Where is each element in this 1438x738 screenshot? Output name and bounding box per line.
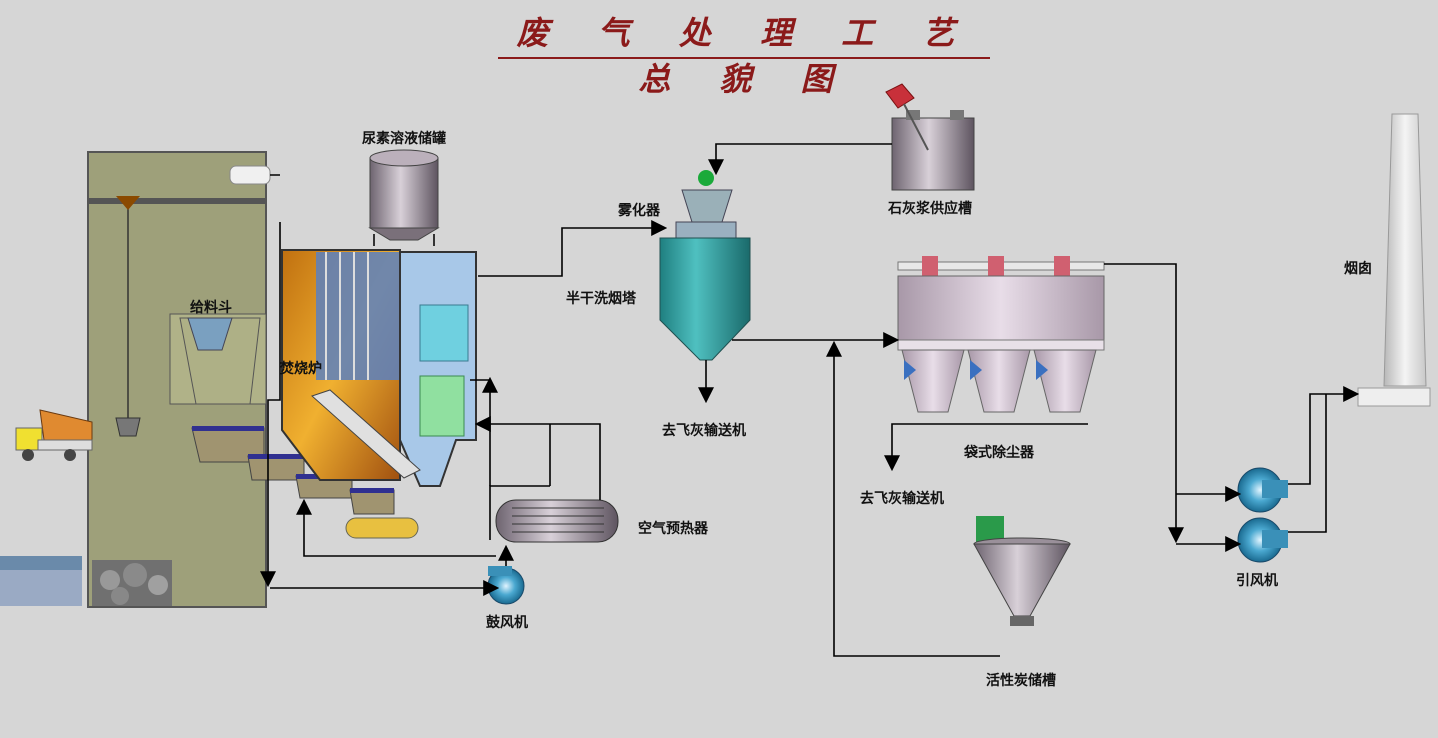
baghouse-filter [897,256,1105,413]
air-preheater [495,499,619,543]
label-lime-tank: 石灰浆供应槽 [888,201,972,217]
label-scrubber: 半干洗烟塔 [566,291,636,307]
label-ash-conveyor-1: 去飞灰输送机 [662,423,746,439]
activated-carbon-tank [973,516,1071,626]
lime-tank [885,83,975,191]
id-fans [1237,467,1288,563]
label-baghouse: 袋式除尘器 [964,445,1034,461]
label-blower: 鼓风机 [486,615,528,631]
label-hopper: 给料斗 [190,300,232,316]
label-carbon-tank: 活性炭储槽 [986,673,1056,689]
incinerator [281,249,477,487]
flow-lines [260,143,1360,657]
label-urea-tank: 尿素溶液储罐 [362,131,446,147]
dump-truck [15,409,93,461]
leachate-tank [0,556,82,606]
blower-fan [487,566,525,605]
label-ash-conveyor-2: 去飞灰输送机 [860,491,944,507]
page-title: 废 气 处 理 工 艺 总 貌 图 [516,14,974,98]
waste-pit [87,151,280,608]
label-id-fan: 引风机 [1236,573,1278,589]
label-chimney: 烟囱 [1344,261,1372,277]
feed-hopper [187,317,233,351]
label-air-preheater: 空气预热器 [638,521,708,537]
title-underline [498,57,990,59]
label-atomizer: 雾化器 [618,203,660,219]
grate [191,426,419,539]
chimney [1357,113,1431,407]
scrubber-tower [659,170,751,361]
label-incinerator: 焚烧炉 [280,361,322,377]
urea-tank [368,149,440,246]
